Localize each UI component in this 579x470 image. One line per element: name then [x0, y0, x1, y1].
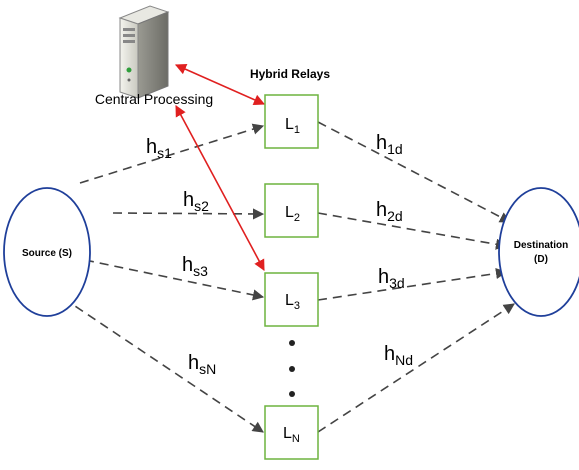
server-tower-icon [118, 5, 170, 99]
ellipsis-dots [289, 340, 295, 397]
channel-label-hnd: hNd [384, 343, 413, 368]
destination-label: Destination [514, 240, 568, 251]
control-link-relay-1 [174, 63, 266, 106]
source-node: Source (S) [3, 187, 91, 317]
link-source-relay-3 [84, 259, 265, 301]
relay-label-2: L2 [285, 204, 300, 224]
hybrid-relays-title: Hybrid Relays [250, 67, 330, 81]
relay-box-3: L3 [264, 272, 319, 327]
dot [289, 391, 295, 397]
control-links [174, 63, 266, 271]
destination-node: Destination (D) [498, 187, 579, 317]
destination-links [317, 121, 515, 433]
dot [289, 366, 295, 372]
link-source-relay-n [62, 297, 264, 433]
link-source-relay-2 [112, 208, 265, 220]
relay-label-3: L3 [285, 292, 300, 312]
source-label: Source (S) [22, 248, 72, 259]
channel-label-hsn: hsN [188, 352, 216, 377]
relay-box-n: LN [264, 405, 319, 460]
control-link-relay-3 [175, 105, 265, 271]
central-processing-label: Central Processing [95, 91, 213, 107]
relay-box-1: L1 [264, 94, 319, 149]
link-relay-1-destination [317, 121, 511, 223]
relay-box-2: L2 [264, 183, 319, 238]
channel-label-hs3: hs3 [182, 254, 208, 279]
channel-label-h1d: h1d [376, 132, 403, 157]
dot [289, 340, 295, 346]
source-links [62, 123, 265, 433]
channel-label-hs2: hs2 [183, 189, 209, 214]
channel-label-h2d: h2d [376, 199, 403, 224]
relay-label-1: L1 [285, 116, 300, 136]
channel-label-hs1: hs1 [146, 136, 172, 161]
link-relay-n-destination [317, 303, 515, 433]
relay-label-n: LN [283, 425, 300, 445]
destination-label-d: (D) [534, 254, 548, 265]
link-relay-2-destination [317, 212, 508, 250]
link-source-relay-1 [79, 123, 265, 184]
channel-label-h3d: h3d [378, 266, 405, 291]
link-relay-3-destination [317, 267, 508, 301]
